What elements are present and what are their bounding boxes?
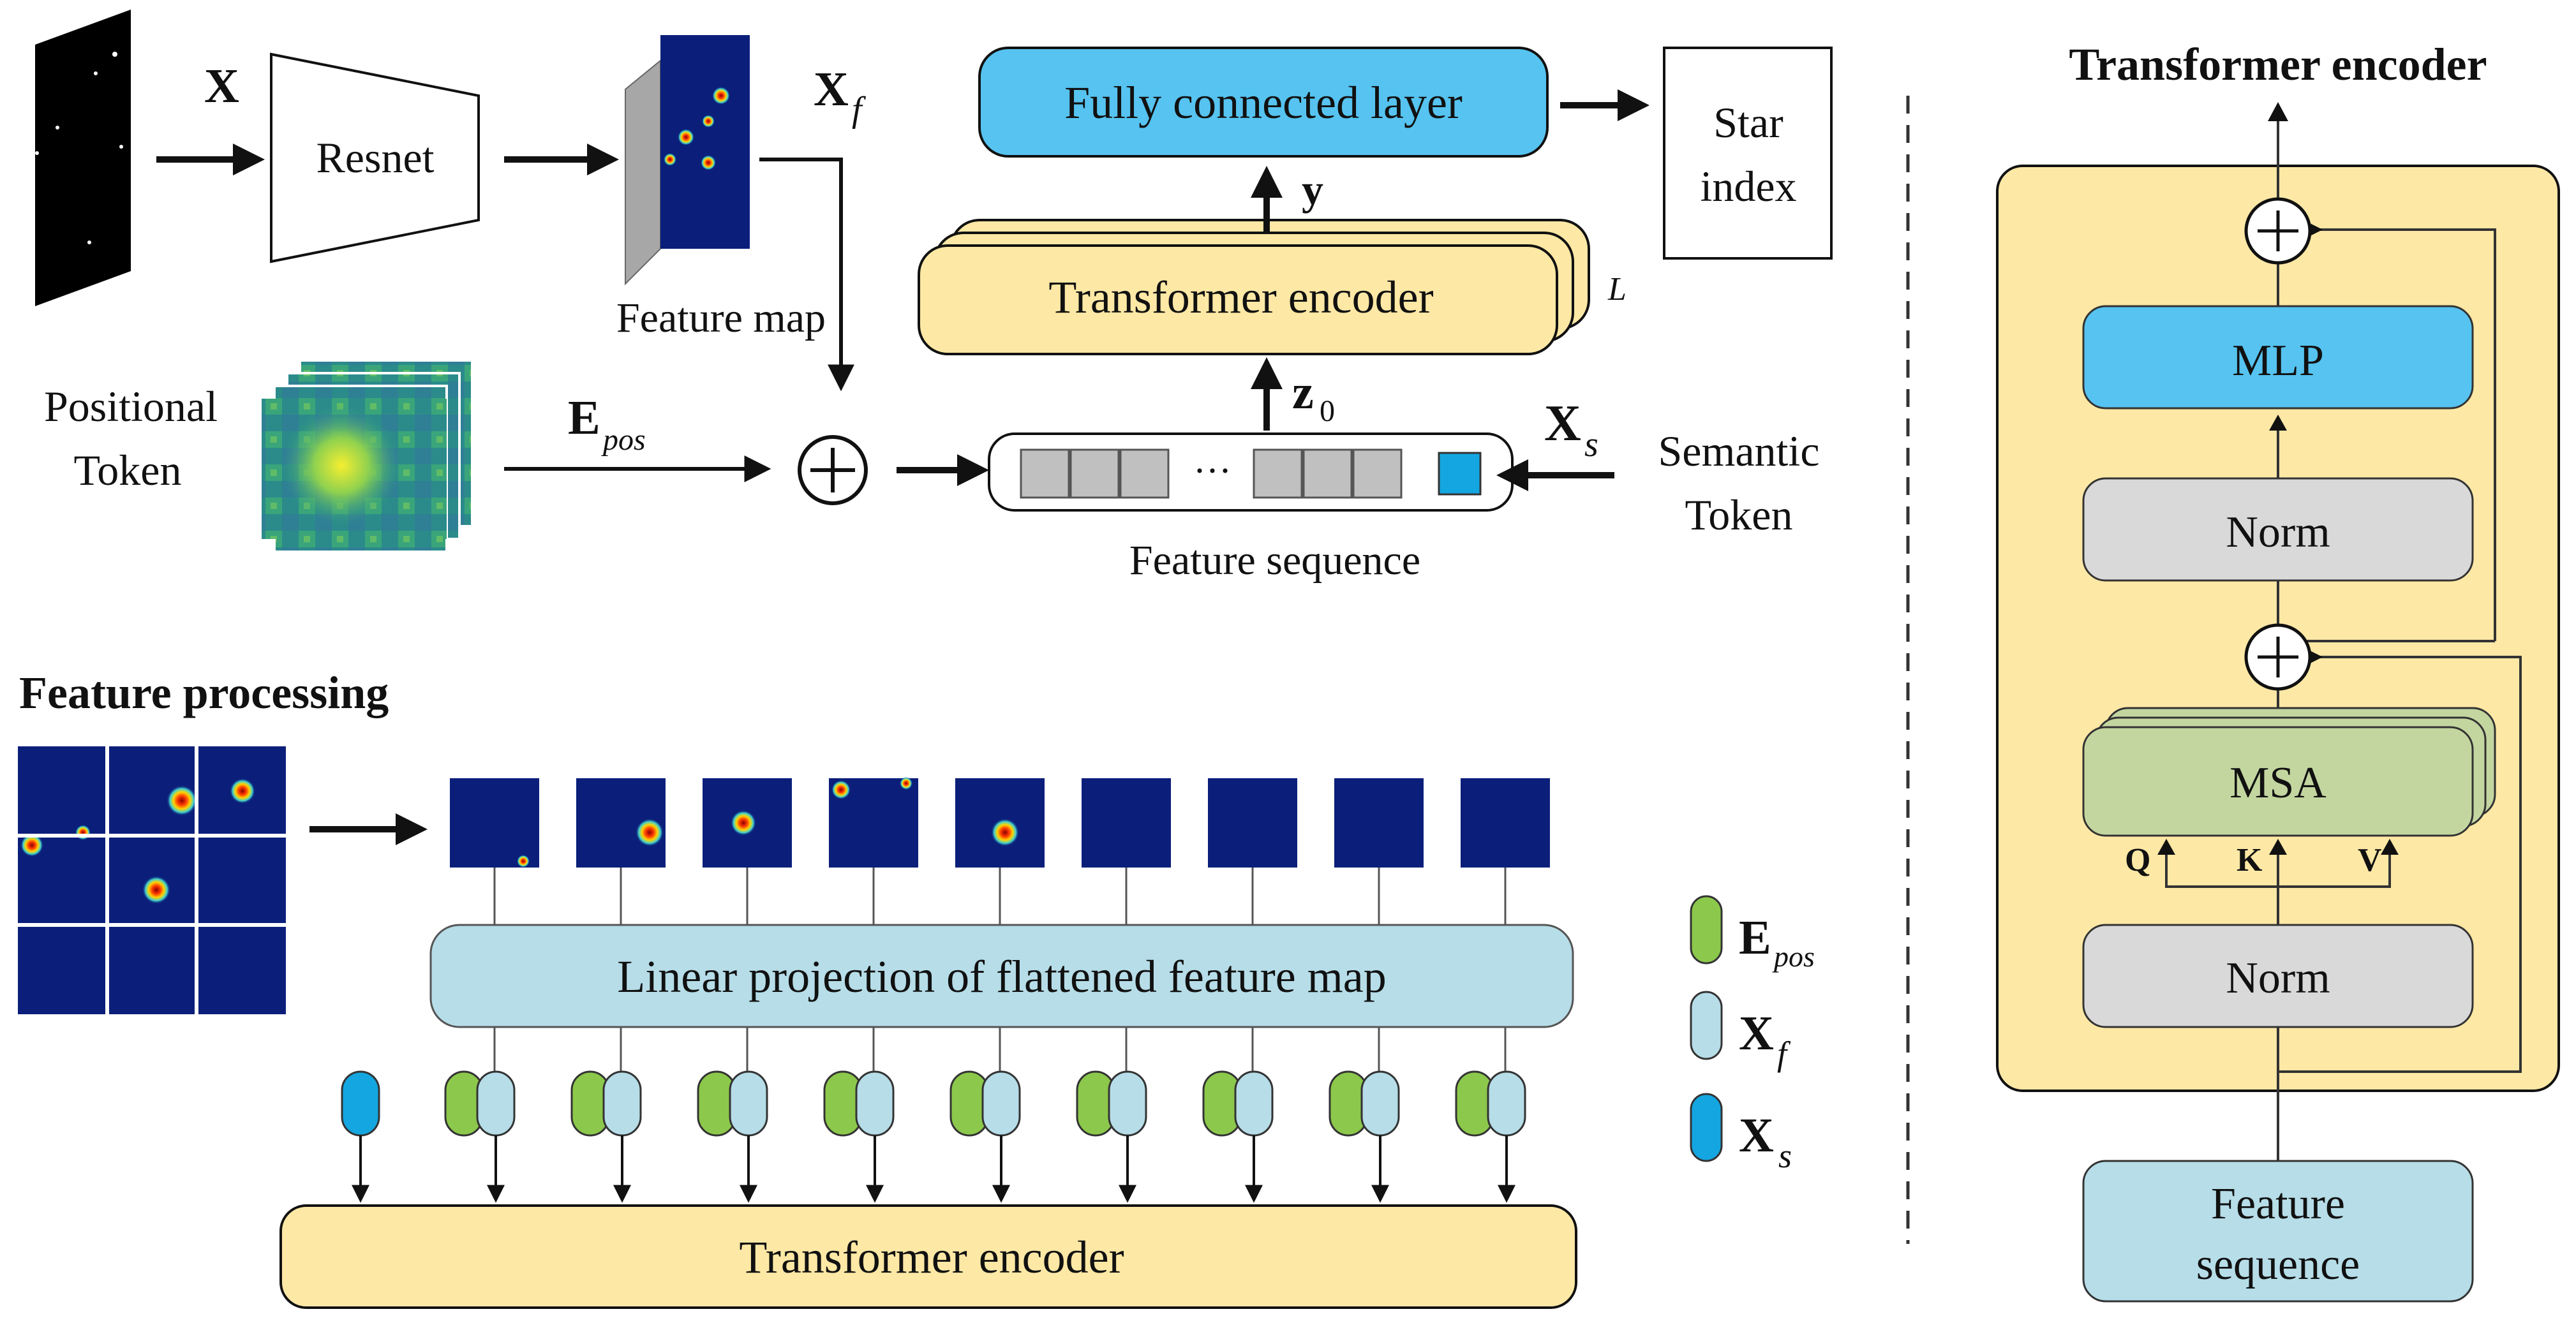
feature-patch: [1082, 778, 1171, 868]
residual-add-top-icon: [2244, 197, 2312, 265]
svg-text:sequence: sequence: [2196, 1240, 2360, 1289]
token-pair: [1455, 1070, 1526, 1137]
legend-epos-swatch: [1690, 895, 1723, 964]
token-legend: E pos X f X s: [1690, 895, 1815, 1175]
svg-text:Feature: Feature: [2211, 1179, 2345, 1229]
feature-map-label: Feature map: [616, 295, 826, 341]
norm-bottom-block: Norm: [2082, 924, 2474, 1028]
positional-token-stack: [262, 359, 473, 553]
norm-top-label: Norm: [2226, 508, 2330, 557]
sequence-ellipsis: ···: [1193, 450, 1232, 492]
token-pair: [1202, 1070, 1274, 1137]
residual-add-mid-icon: [2244, 623, 2312, 691]
epos-variable-main: E: [568, 391, 600, 445]
fully-connected-label: Fully connected layer: [1064, 77, 1463, 128]
svg-text:Positional: Positional: [44, 382, 218, 431]
svg-text:Star: Star: [1713, 98, 1783, 147]
query-label: Q: [2125, 842, 2150, 878]
z0-variable-sub: 0: [1320, 394, 1335, 428]
resnet-label: Resnet: [316, 133, 434, 182]
token-pair: [823, 1070, 895, 1137]
legend-xs-swatch: [1690, 1093, 1723, 1162]
token-row: [341, 1070, 1526, 1137]
legend-xs-main: X: [1739, 1109, 1774, 1162]
layer-count-l: L: [1607, 271, 1627, 307]
token-pair: [1329, 1070, 1400, 1137]
mlp-label: MLP: [2232, 336, 2324, 385]
legend-epos-sub: pos: [1772, 940, 1815, 973]
feature-sequence-box: ···: [988, 432, 1514, 512]
bottom-transformer-encoder-label: Transformer encoder: [739, 1232, 1124, 1283]
feature-patch: [1461, 778, 1550, 868]
feature-patch: [1208, 778, 1297, 868]
token-arrows: [352, 1135, 1515, 1203]
legend-xf-swatch: [1690, 991, 1723, 1060]
xs-variable-main: X: [1544, 395, 1581, 452]
svg-text:Token: Token: [1685, 491, 1793, 539]
xs-variable-sub: s: [1584, 425, 1598, 464]
xf-variable-main: X: [814, 63, 849, 116]
sequence-token: [1253, 448, 1303, 499]
legend-xs-sub: s: [1778, 1137, 1792, 1175]
positional-token-label: Positional Token: [44, 382, 218, 494]
star-index-block: Star index: [1663, 47, 1833, 260]
svg-text:Semantic: Semantic: [1658, 427, 1819, 475]
feature-patch: [450, 778, 539, 868]
token-pair: [444, 1070, 516, 1137]
bottom-transformer-encoder-block: Transformer encoder: [279, 1204, 1577, 1309]
token-pair: [949, 1070, 1021, 1137]
sequence-token: [1352, 448, 1403, 499]
resnet-block: Resnet: [270, 52, 480, 263]
sum-operator-icon: [798, 435, 868, 505]
sequence-token: [1302, 448, 1353, 499]
sequence-token: [1069, 448, 1120, 499]
y-variable: y: [1302, 165, 1323, 214]
transformer-encoder-label: Transformer encoder: [1048, 272, 1433, 323]
norm-top-block: Norm: [2082, 477, 2474, 582]
feature-map-grid: [18, 746, 286, 1014]
legend-xf-main: X: [1739, 1007, 1774, 1060]
legend-xf-sub: f: [1777, 1035, 1791, 1073]
svg-text:Token: Token: [74, 446, 182, 494]
epos-variable-sub: pos: [601, 423, 646, 457]
token-pair: [1076, 1070, 1147, 1137]
key-label: K: [2237, 842, 2263, 878]
msa-label: MSA: [2230, 758, 2327, 808]
projection-connectors: [493, 1027, 1507, 1072]
semantic-token-cell: [1438, 452, 1482, 496]
patch-connectors: [493, 868, 1507, 925]
linear-projection-label: Linear projection of flattened feature m…: [617, 951, 1386, 1002]
feature-processing-title: Feature processing: [19, 667, 389, 718]
patch-row: [450, 777, 1550, 868]
norm-bottom-label: Norm: [2226, 954, 2330, 1003]
feature-map-block: [625, 35, 750, 286]
svg-text:index: index: [1700, 162, 1796, 211]
msa-block: MSA: [2082, 707, 2496, 837]
sequence-token: [1119, 448, 1170, 499]
fully-connected-layer-block: Fully connected layer: [978, 47, 1549, 158]
feature-patch: [1334, 778, 1424, 868]
z0-variable-main: z: [1292, 366, 1314, 419]
feature-sequence-label: Feature sequence: [1129, 537, 1420, 584]
sequence-token: [1020, 448, 1070, 499]
arrow-feature-to-sum: [759, 158, 854, 392]
semantic-token-pill: [341, 1070, 380, 1137]
linear-projection-block: Linear projection of flattened feature m…: [429, 924, 1574, 1028]
encoder-detail-title: Transformer encoder: [2069, 39, 2487, 90]
transformer-encoder-stack: Transformer encoder: [918, 219, 1590, 355]
mlp-block: MLP: [2082, 305, 2474, 410]
value-label: V: [2358, 842, 2382, 878]
input-star-image: [35, 10, 131, 306]
encoder-input-block: Feature sequence: [2082, 1160, 2474, 1303]
legend-epos-main: E: [1739, 911, 1771, 964]
token-pair: [570, 1070, 642, 1137]
token-pair: [697, 1070, 768, 1137]
semantic-token-label: Semantic Token: [1658, 427, 1819, 539]
xf-variable-sub: f: [852, 90, 867, 129]
input-variable-x: X: [204, 59, 239, 113]
